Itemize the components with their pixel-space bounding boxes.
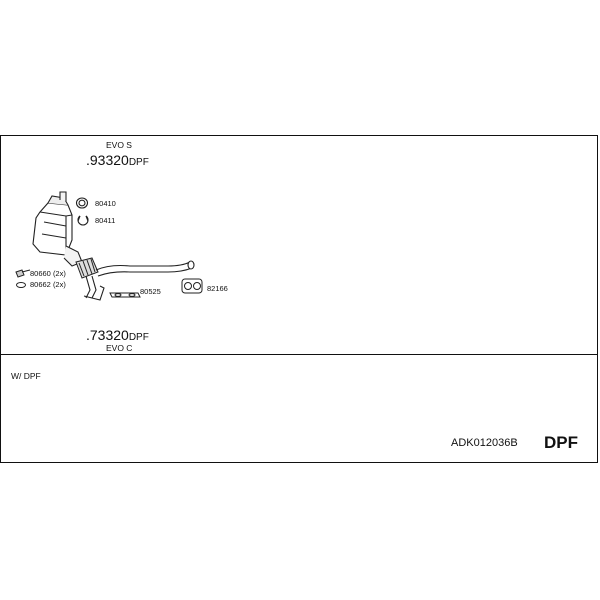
note-text: W/ DPF (11, 371, 41, 381)
category-label: DPF (544, 433, 578, 452)
callout-hanger: 82166 (207, 284, 228, 293)
part-number-bottom-value: 73320 (89, 327, 129, 343)
callout-clamp-lower: 80411 (95, 216, 116, 225)
callout-clamp-upper: 80410 (95, 199, 116, 208)
flex-joint-drawing (75, 257, 99, 279)
nut-drawing (16, 282, 26, 288)
kit-code: ADK012036B (451, 437, 518, 449)
diagram-frame (0, 135, 598, 463)
part-number-bottom-prefix: . (86, 327, 90, 343)
hanger-drawing (181, 278, 203, 294)
callout-bolt: 80660 (2x) (30, 269, 66, 278)
section-divider (0, 354, 598, 355)
part-number-top: .93320DPF (86, 153, 149, 168)
part-number-top-suffix: DPF (128, 157, 149, 168)
downpipe-leg-drawing (83, 275, 105, 301)
part-number-top-value: 93320 (89, 152, 129, 168)
bolt-drawing (15, 269, 31, 278)
part-number-bottom: .73320DPF (86, 328, 149, 343)
variant-top-label: EVO S (106, 140, 132, 150)
dpf-unit-drawing (32, 191, 83, 267)
part-number-bottom-suffix: DPF (128, 332, 149, 343)
variant-bottom-label: EVO C (106, 343, 133, 353)
callout-nut: 80662 (2x) (30, 280, 66, 289)
callout-gasket: 80525 (140, 287, 161, 296)
gasket-drawing (109, 292, 141, 298)
part-number-top-prefix: . (86, 152, 90, 168)
exhaust-pipe-drawing (95, 260, 195, 277)
clamp-drawing (75, 197, 89, 226)
